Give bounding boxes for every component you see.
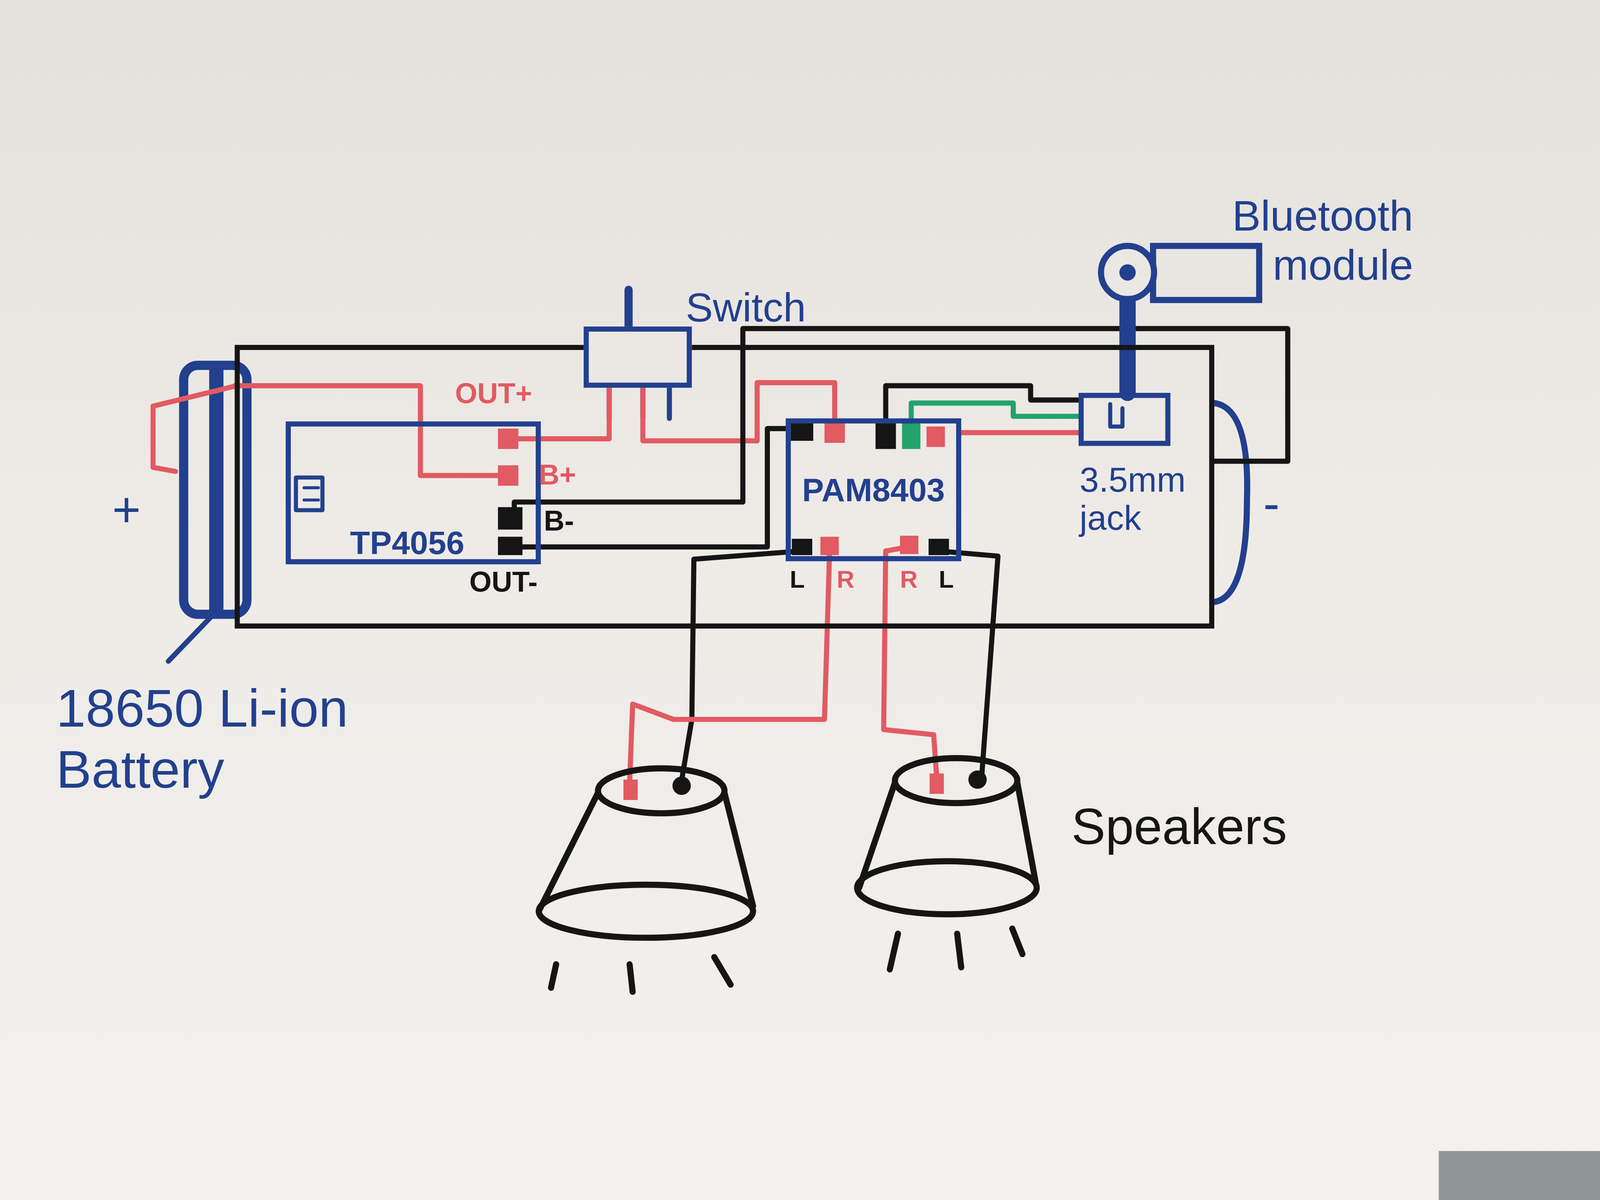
switch-body: Switch [583, 326, 693, 388]
pad [790, 420, 814, 441]
wire [420, 416, 500, 476]
pad [498, 507, 523, 530]
leader-line [168, 608, 220, 662]
speaker-terminal [929, 773, 945, 794]
speaker-wire [883, 546, 937, 778]
module-outline [1098, 242, 1262, 302]
pad [824, 420, 845, 443]
wire [522, 544, 536, 550]
speaker [538, 884, 754, 938]
switch-label: Switch [685, 286, 806, 328]
usb-port [303, 487, 319, 500]
bluetooth-module: Bluetooth module [1098, 242, 1262, 302]
speaker-terminal [968, 770, 987, 789]
speaker [857, 861, 1037, 915]
pad [498, 465, 519, 486]
channel-label: R [836, 567, 855, 593]
speaker [859, 782, 1036, 888]
battery-outline: 18650 Li-ion BatteryTP4056PAM84033.5mm j… [234, 344, 1215, 629]
sound-lines [889, 928, 1023, 970]
battery-cap [183, 365, 247, 615]
speaker-wire [629, 551, 830, 784]
wire [234, 385, 421, 422]
wire [540, 387, 610, 439]
speaker-wire [938, 551, 999, 778]
drawing [153, 289, 1600, 1200]
pad [498, 428, 519, 449]
speaker [598, 768, 725, 814]
channel-label: L [789, 567, 805, 593]
pad [498, 536, 523, 556]
module-label: Bluetooth module [1183, 191, 1414, 291]
battery-negative-end [1214, 403, 1248, 602]
floor-tiles [1438, 1151, 1600, 1200]
pad [875, 420, 896, 449]
polarity-mark: + [112, 485, 141, 535]
pin-label: OUT+ [455, 379, 533, 409]
wire [540, 428, 786, 547]
channel-label: R [900, 567, 918, 593]
battery-label: 18650 Li-ion Battery [55, 678, 444, 801]
pin-label: B+ [538, 461, 577, 490]
jack-label: 3.5mm jack [1079, 461, 1208, 538]
wire [885, 385, 1079, 419]
switch-pins [609, 387, 670, 419]
speaker-terminal [672, 776, 691, 795]
wire [153, 385, 237, 472]
wire [642, 382, 835, 441]
speaker [894, 758, 1018, 804]
wire [518, 436, 536, 442]
switch-lever [624, 289, 633, 329]
jack-contact [1110, 403, 1123, 427]
battery-cap-fill [209, 369, 224, 611]
channel-label: L [938, 567, 954, 593]
board-name: TP4056 [350, 526, 465, 560]
pad [901, 420, 921, 449]
wire [1119, 301, 1136, 393]
audio-jack: 3.5mm jack [1078, 392, 1171, 447]
board-name: PAM8403 [801, 473, 945, 506]
module-dot [1119, 264, 1136, 281]
wire [514, 501, 536, 508]
speaker-wire [681, 551, 802, 781]
pin-label: OUT- [469, 568, 538, 597]
sound-lines [551, 957, 731, 992]
speaker-terminal [623, 779, 638, 800]
pad [926, 426, 945, 447]
wire [961, 430, 1079, 436]
module-body [1153, 246, 1260, 300]
polarity-mark: - [1263, 479, 1280, 529]
module-antenna [1101, 246, 1155, 300]
charger-board: TP4056 [285, 421, 541, 565]
pin-label: B- [544, 507, 575, 536]
amplifier-board: PAM8403 [785, 418, 962, 562]
usb-port [296, 477, 323, 510]
wire [911, 403, 1079, 419]
speakers-label: Speakers [1071, 801, 1287, 853]
